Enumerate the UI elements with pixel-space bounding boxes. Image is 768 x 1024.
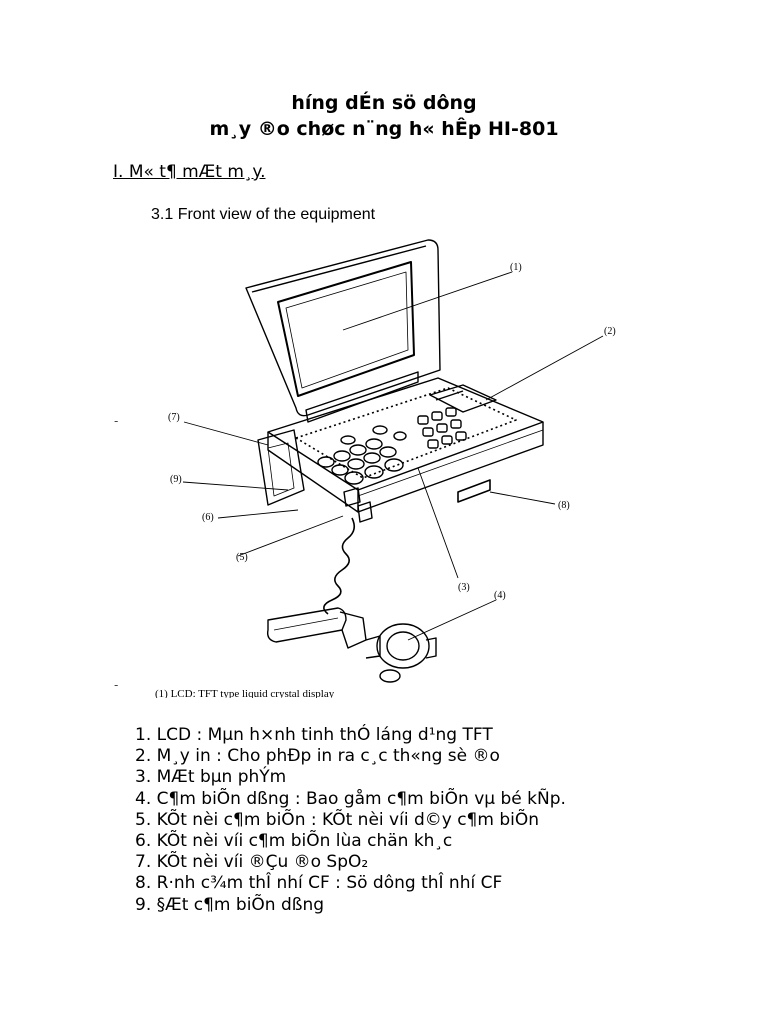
item-number: 7.	[135, 852, 152, 873]
item-number: 3.	[135, 767, 152, 788]
callout-9: (9)	[170, 474, 182, 485]
cf-card-slot	[457, 479, 491, 503]
scan-mark: -	[114, 678, 119, 692]
item-text: LCD : Mµn h×nh tinh thÓ láng d¹ng TFT	[156, 725, 493, 745]
callout-6: (6)	[202, 512, 214, 523]
item-number: 9.	[135, 894, 152, 915]
item-text: R·nh c¾m thÎ nhí CF : Sö dông thÎ nhí CF	[156, 873, 503, 894]
callout-3: (3)	[458, 582, 470, 593]
document-title-line-2: m¸y ®o chøc n¨ng h« hÊp HI-801	[209, 118, 559, 140]
list-item: 5. KÕt nèi c¶m biÕn : KÕt nèi víi d©y c¶…	[135, 810, 566, 831]
parts-list: 1. LCD : Mµn h×nh tinh thÓ láng d¹ng TFT…	[135, 725, 566, 916]
list-item: 6. KÕt nèi víi c¶m biÕn lùa chän kh¸c	[135, 831, 566, 852]
flow-sensor	[266, 607, 347, 643]
item-number: 1.	[135, 725, 152, 745]
figure-caption: 3.1 Front view of the equipment	[151, 206, 376, 223]
item-text: M¸y in : Cho phÐp in ra c¸c th«ng sè ®o	[156, 746, 500, 767]
document-title-line-1: h­íng dÉn sö dông	[291, 92, 477, 114]
item-number: 2.	[135, 746, 152, 767]
callout-4: (4)	[494, 590, 506, 601]
callout-1: (1)	[510, 262, 522, 273]
list-item: 7. KÕt nèi víi ®Çu ®o SpO₂	[135, 852, 566, 873]
equipment-front-view-figure: (1) (2) (3) (4) (5) (6) (7) (8) (9)	[118, 200, 658, 700]
list-item: 8. R·nh c¾m thÎ nhí CF : Sö dông thÎ nhí…	[135, 873, 566, 894]
item-number: 5.	[135, 809, 152, 830]
callout-8: (8)	[558, 500, 570, 511]
item-number: 4.	[135, 788, 152, 809]
lid	[245, 239, 441, 417]
item-number: 8.	[135, 873, 152, 894]
section-heading: I. M« t¶ mÆt m¸y.	[113, 162, 266, 182]
scan-mark: -	[114, 414, 119, 428]
item-text: §Æt c¶m biÕn dßng	[156, 894, 325, 915]
item-text: KÕt nèi víi ®Çu ®o SpO₂	[156, 852, 369, 873]
lcd-screen	[277, 261, 415, 397]
item-text: MÆt bµn phÝm	[156, 767, 287, 788]
list-item: 2. M¸y in : Cho phÐp in ra c¸c th«ng sè …	[135, 746, 566, 767]
callout-2: (2)	[604, 326, 616, 337]
coiled-cable	[323, 517, 356, 615]
keypad-buttons	[317, 407, 467, 485]
list-item: 9. §Æt c¶m biÕn dßng	[135, 895, 566, 916]
list-item: 4. C¶m biÕn dßng : Bao gåm c¶m biÕn vµ b…	[135, 789, 566, 810]
list-item: 3. MÆt bµn phÝm	[135, 767, 566, 788]
printer	[429, 384, 497, 413]
item-text: KÕt nèi c¶m biÕn : KÕt nèi víi d©y c¶m b…	[156, 809, 539, 830]
callout-5: (5)	[236, 552, 248, 563]
item-number: 6.	[135, 831, 152, 852]
sensor-holder	[257, 429, 305, 506]
device-drawing: (1) (2) (3) (4) (5) (6) (7) (8) (9)	[168, 239, 616, 683]
item-text: C¶m biÕn dßng : Bao gåm c¶m biÕn vµ bé k…	[156, 788, 566, 809]
item-text: KÕt nèi víi c¶m biÕn lùa chän kh¸c	[156, 831, 453, 852]
list-item: 1. LCD : Mµn h×nh tinh thÓ láng d¹ng TFT	[135, 725, 566, 746]
callout-7: (7)	[168, 412, 180, 423]
figure-footer-text: (1) LCD: TFT type liquid crystal display	[155, 688, 335, 698]
